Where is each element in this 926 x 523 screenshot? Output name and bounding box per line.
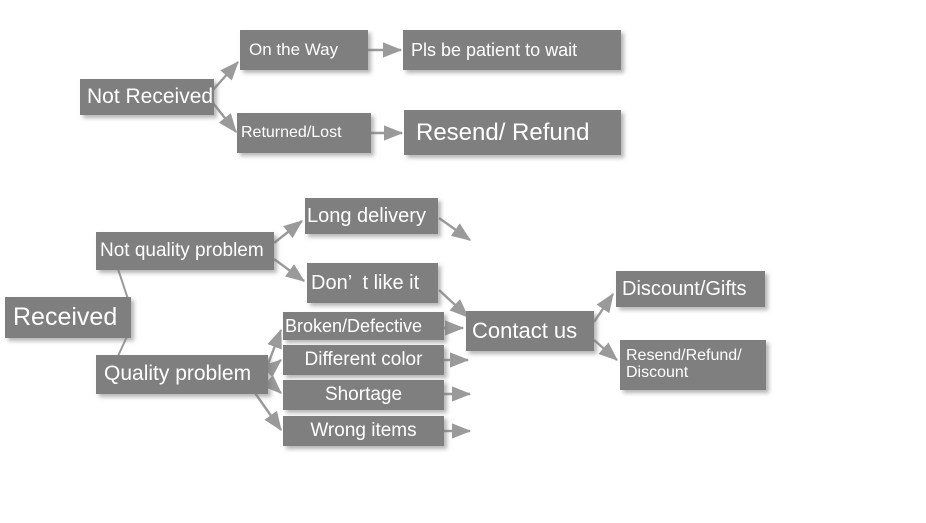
node-different-color[interactable]: Different color xyxy=(283,345,444,375)
node-contact-us[interactable]: Contact us xyxy=(466,311,594,351)
node-returned-lost-label: Returned/Lost xyxy=(241,123,342,141)
node-shortage[interactable]: Shortage xyxy=(283,380,444,410)
node-discount-gifts[interactable]: Discount/Gifts xyxy=(616,271,765,307)
connector-quality-broken xyxy=(266,328,283,365)
node-resend-refund-discount-line2: Discount xyxy=(626,364,689,381)
node-wrong-items-label: Wrong items xyxy=(310,420,417,442)
node-pls-be-patient[interactable]: Pls be patient to wait xyxy=(403,30,621,70)
node-broken-defective-label: Broken/Defective xyxy=(285,315,423,336)
node-not-received[interactable]: Not Received xyxy=(80,79,214,115)
node-long-delivery-label: Long delivery xyxy=(307,204,426,227)
connector-notreceived-ontheway xyxy=(212,61,239,91)
node-received[interactable]: Received xyxy=(5,297,131,338)
node-on-the-way[interactable]: On the Way xyxy=(240,30,368,70)
node-not-quality-problem-label: Not quality problem xyxy=(100,240,264,262)
connector-notreceived-returnedlost xyxy=(212,102,237,133)
node-resend-refund-discount[interactable]: Resend/Refund/ Discount xyxy=(620,340,766,390)
node-resend-refund[interactable]: Resend/ Refund xyxy=(404,110,621,155)
connector-contact-resendrefund xyxy=(593,339,618,361)
connector-quality-shortage xyxy=(262,375,282,394)
node-returned-lost[interactable]: Returned/Lost xyxy=(237,113,371,153)
connector-quality-wrongitems xyxy=(254,392,282,431)
node-wrong-items[interactable]: Wrong items xyxy=(283,416,444,446)
connector-notquality-longdelivery xyxy=(273,220,303,244)
node-quality-problem-label: Quality problem xyxy=(104,362,252,386)
node-dont-like-it-label: Don’ t like it xyxy=(311,271,420,294)
node-long-delivery[interactable]: Long delivery xyxy=(305,198,438,234)
node-contact-us-label: Contact us xyxy=(472,318,578,344)
node-on-the-way-label: On the Way xyxy=(249,40,339,60)
node-pls-be-patient-label: Pls be patient to wait xyxy=(411,39,578,60)
node-resend-refund-discount-line1: Resend/Refund/ xyxy=(626,347,742,365)
node-different-color-label: Different color xyxy=(304,349,423,371)
node-dont-like-it[interactable]: Don’ t like it xyxy=(307,263,438,303)
node-discount-gifts-label: Discount/Gifts xyxy=(622,277,747,300)
node-not-received-label: Not Received xyxy=(87,84,214,108)
node-shortage-label: Shortage xyxy=(324,384,403,406)
node-quality-problem[interactable]: Quality problem xyxy=(96,355,268,394)
connector-notquality-dontlike xyxy=(273,258,305,282)
connector-longdelivery-contact xyxy=(438,217,471,241)
connector-contact-discountgifts xyxy=(593,293,614,323)
connector-dontlike-contact xyxy=(438,289,469,318)
connector-quality-differentcolor xyxy=(262,359,282,378)
node-not-quality-problem[interactable]: Not quality problem xyxy=(96,232,274,270)
node-received-label: Received xyxy=(13,303,118,332)
node-resend-refund-label: Resend/ Refund xyxy=(416,118,590,146)
node-broken-defective[interactable]: Broken/Defective xyxy=(283,312,444,340)
